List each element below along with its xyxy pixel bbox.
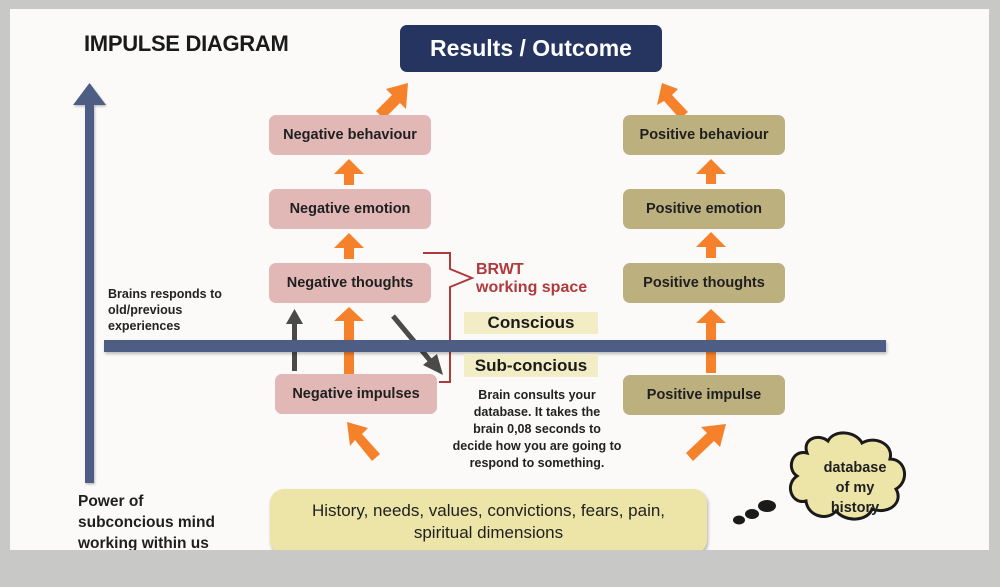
arrow-from-history-to-negative-impulses-icon <box>347 422 380 461</box>
cloud-line: database <box>823 460 887 476</box>
positive-impulse-box: Positive impulse <box>623 375 785 415</box>
power-axis-arrow-icon <box>73 83 106 483</box>
cloud-line: history <box>830 500 880 516</box>
negative-impulses-box: Negative impulses <box>275 374 437 414</box>
conscious-divider-line <box>104 340 886 352</box>
power-axis-label: Power of subconcious mind working within… <box>78 491 215 550</box>
brain-consults-label: Brain consults your database. It takes t… <box>442 387 632 472</box>
brain-consults-line: respond to something. <box>469 456 605 470</box>
positive-behaviour-box: Positive behaviour <box>623 115 785 155</box>
power-line: subconcious mind <box>78 514 215 531</box>
negative-behaviour-box: Negative behaviour <box>269 115 431 155</box>
arrow-up-pos-emotion-to-behaviour-icon <box>696 159 726 184</box>
brains-respond-line: Brains responds to <box>108 287 222 301</box>
power-line: Power of <box>78 493 144 510</box>
arrow-up-to-results-left-icon <box>376 83 408 119</box>
brain-consults-line: database. It takes the <box>473 405 601 419</box>
history-line: History, needs, values, convictions, fea… <box>311 500 666 520</box>
brain-consults-line: brain 0,08 seconds to <box>473 422 601 436</box>
brwt-title: BRWT <box>476 261 524 278</box>
diagram-canvas: IMPULSE DIAGRAM Results / Outcome Negati… <box>10 9 989 550</box>
diagram-graphics <box>73 83 906 525</box>
arrow-up-pos-thoughts-to-emotion-icon <box>696 232 726 258</box>
results-outcome-box: Results / Outcome <box>400 25 662 72</box>
brwt-bracket <box>423 252 475 383</box>
subconscious-label: Sub-concious <box>464 354 598 377</box>
positive-emotion-box: Positive emotion <box>623 189 785 229</box>
positive-thoughts-box: Positive thoughts <box>623 263 785 303</box>
brain-consults-line: decide how you are going to <box>452 439 622 453</box>
negative-thoughts-box: Negative thoughts <box>269 263 431 303</box>
brains-respond-line: old/previous <box>108 303 183 317</box>
history-line: spiritual dimensions <box>413 522 564 542</box>
cloud-line: of my <box>835 480 875 496</box>
power-line: working within us <box>78 535 209 550</box>
arrow-from-history-to-positive-impulse-icon <box>686 424 726 461</box>
thought-cloud-icon <box>733 431 906 525</box>
arrow-up-thoughts-to-emotion-icon <box>334 233 364 259</box>
arrow-up-to-results-right-icon <box>657 83 688 119</box>
brwt-label: BRWT working space <box>476 261 587 297</box>
negative-emotion-box: Negative emotion <box>269 189 431 229</box>
page-title: IMPULSE DIAGRAM <box>84 31 289 56</box>
arrow-up-emotion-to-behaviour-icon <box>334 159 364 185</box>
brwt-subtitle: working space <box>476 279 588 296</box>
conscious-label: Conscious <box>464 312 598 334</box>
database-cloud-label: database of my history <box>800 458 910 518</box>
brain-consults-line: Brain consults your <box>478 388 596 402</box>
brains-respond-label: Brains responds to old/previous experien… <box>108 286 222 334</box>
brains-respond-line: experiences <box>108 319 181 333</box>
history-box: History, needs, values, convictions, fea… <box>270 489 707 550</box>
